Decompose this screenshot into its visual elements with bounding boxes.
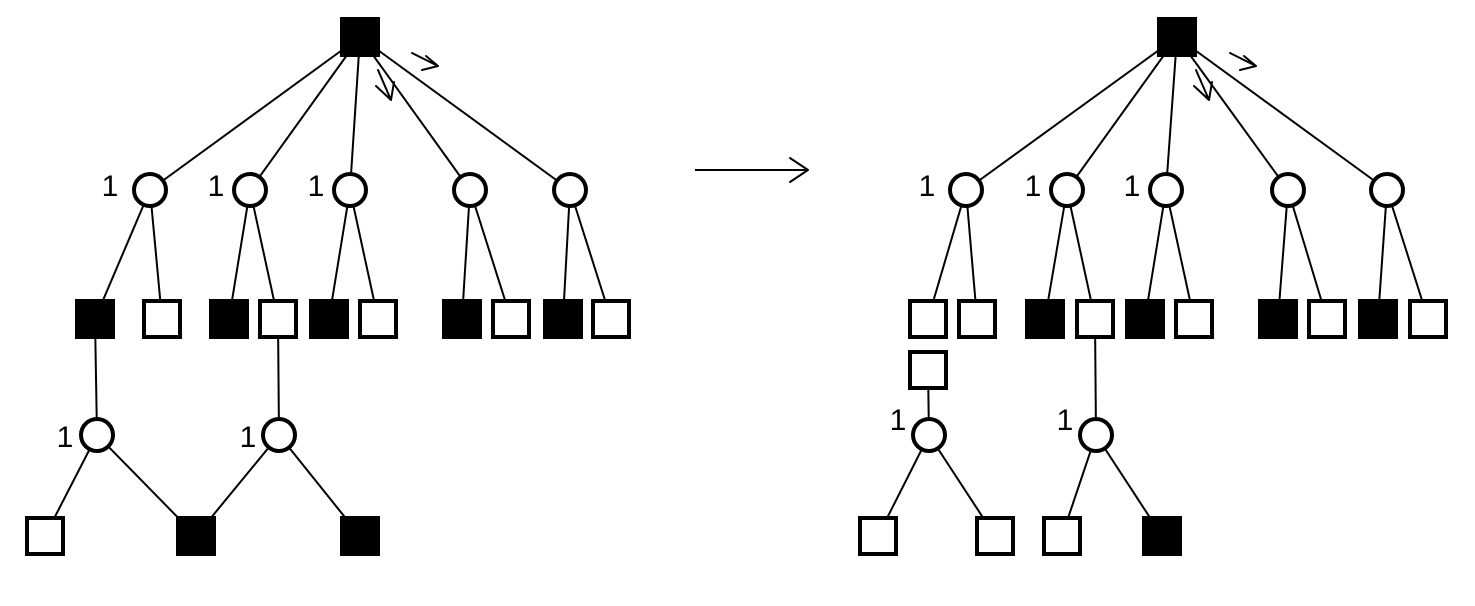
circle-node xyxy=(948,172,984,208)
edge-root-c1 xyxy=(149,36,361,191)
arrow-down-icon xyxy=(375,69,395,101)
square-node-empty xyxy=(25,516,65,556)
circle-node xyxy=(1049,172,1085,208)
edge-c2-s4 xyxy=(249,189,279,320)
square-node-empty xyxy=(1075,299,1115,339)
square-node-empty xyxy=(1307,299,1347,339)
left-graph-nodes: 1 1 1 1 1 xyxy=(25,17,631,556)
square-node-filled xyxy=(1142,516,1182,556)
square-node-empty xyxy=(858,516,898,556)
edge-c4-s7 xyxy=(461,189,471,320)
square-node-empty xyxy=(1174,299,1214,339)
square-node-empty xyxy=(358,299,398,339)
square-node-filled xyxy=(1025,299,1065,339)
edge-c3-s6 xyxy=(349,189,379,320)
circle-weight-label: 1 xyxy=(1057,404,1074,437)
square-node-filled xyxy=(543,299,583,339)
square-node-empty xyxy=(1408,299,1448,339)
right-graph: 1 1 1 1 1 xyxy=(858,17,1448,556)
circle-weight-label: 1 xyxy=(57,421,74,454)
square-node-empty xyxy=(908,350,948,390)
edge-c5-s9 xyxy=(562,189,571,320)
square-node-empty xyxy=(1042,516,1082,556)
circle-node xyxy=(79,417,115,453)
left-graph-edges xyxy=(44,36,612,537)
edge-root-c5 xyxy=(359,36,571,191)
square-node-filled xyxy=(75,299,115,339)
circle-node xyxy=(911,417,947,453)
edge-c3-s6 xyxy=(1165,189,1195,320)
edge-root-c3 xyxy=(349,36,361,191)
edge-c1-s2 xyxy=(965,189,978,320)
circle-node xyxy=(1078,417,1114,453)
edge-c5-s10 xyxy=(569,189,612,320)
arrow-right-icon xyxy=(411,52,439,71)
edge-c5-s9 xyxy=(1377,189,1388,320)
left-graph-arrows xyxy=(375,52,439,101)
square-node-filled xyxy=(340,516,380,556)
right-graph-edges xyxy=(877,36,1429,537)
circle-node xyxy=(261,417,297,453)
square-node-empty xyxy=(258,299,298,339)
square-node-filled xyxy=(442,299,482,339)
root-square-filled xyxy=(340,17,380,57)
edge-c2-s3 xyxy=(1044,189,1068,320)
edge-root-c1 xyxy=(965,36,1178,191)
circle-node xyxy=(1148,172,1184,208)
circle-node xyxy=(452,172,488,208)
square-node-empty xyxy=(957,299,997,339)
edge-root-c2 xyxy=(249,36,361,191)
edge-c4-s8 xyxy=(469,189,512,320)
edge-c4-s8 xyxy=(1287,189,1328,320)
right-graph-nodes: 1 1 1 1 1 xyxy=(858,17,1448,556)
square-node-empty xyxy=(908,299,948,339)
circle-weight-label: 1 xyxy=(240,421,257,454)
circle-weight-label: 1 xyxy=(1124,170,1141,203)
circle-node xyxy=(1270,172,1306,208)
circle-weight-label: 1 xyxy=(919,170,936,203)
circle-weight-label: 1 xyxy=(890,404,907,437)
circle-node xyxy=(132,172,168,208)
arrow-right-icon xyxy=(1229,52,1257,71)
arrow-right-icon xyxy=(789,157,809,183)
edge-c1-s2 xyxy=(149,189,163,320)
square-node-filled xyxy=(1358,299,1398,339)
circle-node xyxy=(232,172,268,208)
edge-root-c5 xyxy=(1176,36,1388,191)
square-node-empty xyxy=(491,299,531,339)
edge-root-c3 xyxy=(1165,36,1178,191)
edge-c3-s5 xyxy=(1144,189,1167,320)
transform-arrow xyxy=(695,157,809,183)
edge-c2-s4 xyxy=(1066,189,1096,320)
circle-node xyxy=(332,172,368,208)
circle-node xyxy=(552,172,588,208)
arrow-down-icon xyxy=(1193,69,1213,101)
square-node-empty xyxy=(975,516,1015,556)
edge-root-c2 xyxy=(1066,36,1178,191)
edge-c3-s5 xyxy=(328,189,351,320)
circle-node xyxy=(1369,172,1405,208)
right-graph-arrows xyxy=(1193,52,1257,101)
square-node-filled xyxy=(309,299,349,339)
circle-weight-label: 1 xyxy=(102,170,119,203)
square-node-filled xyxy=(209,299,249,339)
circle-weight-label: 1 xyxy=(208,170,225,203)
square-node-filled xyxy=(1125,299,1165,339)
edge-c1-s1 xyxy=(927,189,967,320)
edge-root-c4 xyxy=(359,36,471,191)
edge-c4-s7 xyxy=(1277,189,1289,320)
square-node-empty xyxy=(591,299,631,339)
edge-c2-s3 xyxy=(228,189,251,320)
left-graph: 1 1 1 1 1 xyxy=(25,17,631,556)
circle-weight-label: 1 xyxy=(308,170,325,203)
square-node-empty xyxy=(142,299,182,339)
root-square-filled xyxy=(1157,17,1197,57)
circle-weight-label: 1 xyxy=(1025,170,1042,203)
square-node-filled xyxy=(176,516,216,556)
square-node-filled xyxy=(1258,299,1298,339)
edge-root-c4 xyxy=(1176,36,1289,191)
edge-c1-s1 xyxy=(94,189,151,320)
edge-c5-s10 xyxy=(1386,189,1429,320)
